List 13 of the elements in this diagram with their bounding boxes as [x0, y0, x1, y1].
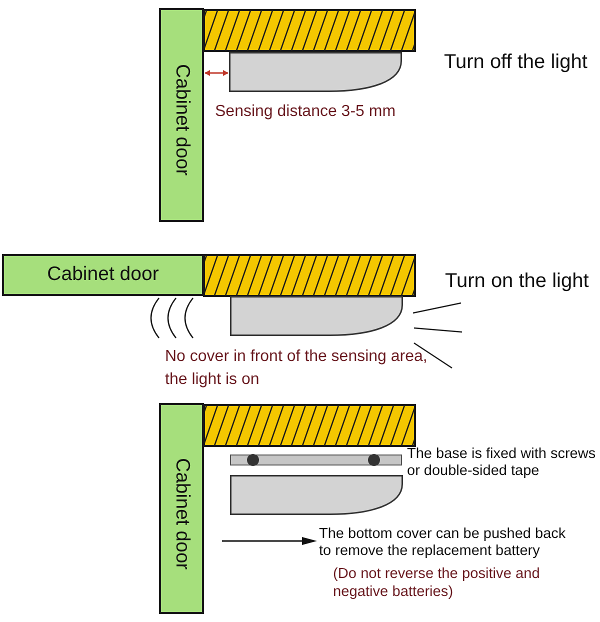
cabinet-door: [2, 254, 204, 296]
note-text: (Do not reverse the positive and negative batteries): [333, 565, 541, 601]
door-label: Cabinet door: [172, 64, 192, 176]
cabinet-door: [159, 8, 204, 222]
cabinet-door: [159, 403, 204, 614]
caption-text: The bottom cover can be pushed back to remove the replacement battery: [319, 526, 567, 560]
door-label: Cabinet door: [172, 458, 192, 570]
door-label: Cabinet door: [47, 265, 159, 285]
note-text: No cover in front of the sensing area, the light is on: [165, 347, 428, 390]
note-text: Sensing distance 3-5 mm: [215, 103, 396, 121]
caption-text: The base is fixed with screws or double-sided tape: [407, 446, 597, 480]
caption-text: Turn off the light: [444, 50, 588, 74]
caption-text: Turn on the light: [445, 269, 589, 293]
